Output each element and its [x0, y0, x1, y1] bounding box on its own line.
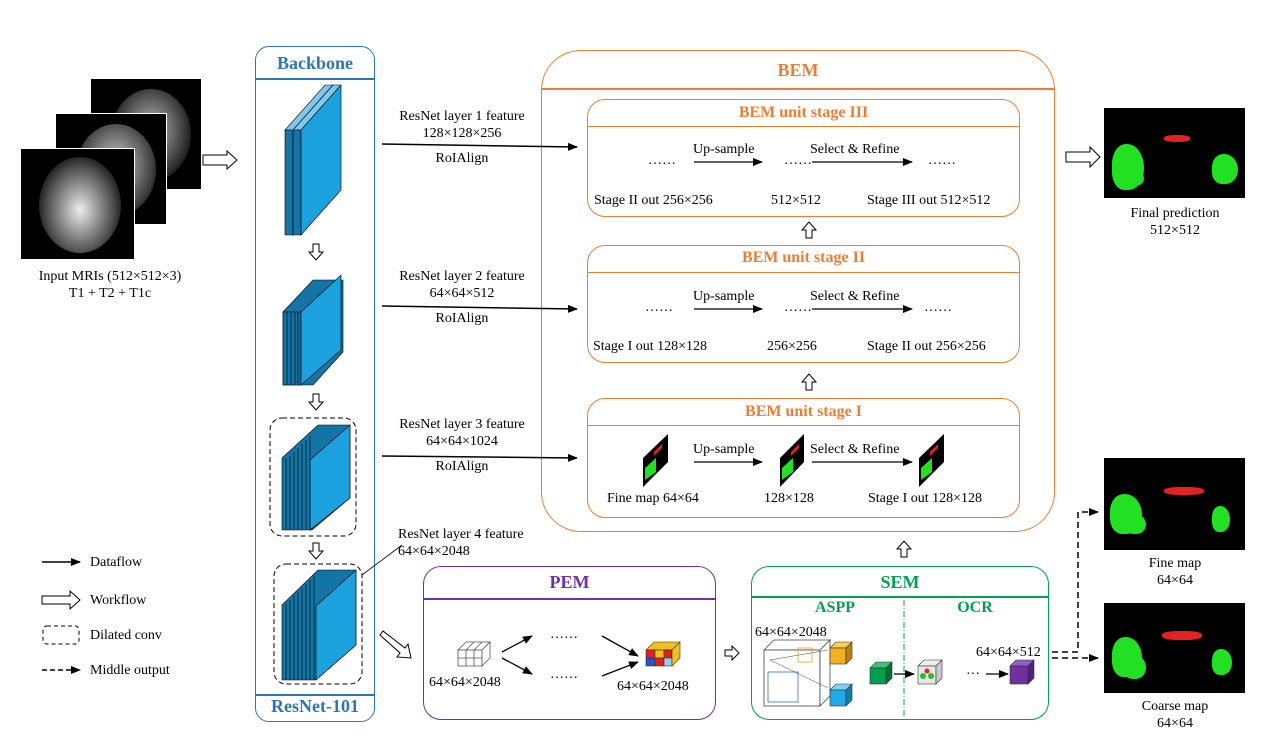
workflow-arrow-sem-to-bem: [895, 540, 913, 558]
backbone-title-divider: [256, 78, 374, 80]
sem-blue-cube: [829, 683, 853, 707]
sem-out-label: 64×64×512: [976, 645, 1041, 660]
backbone-footer-divider: [256, 694, 374, 696]
workflow-arrow-bem-stage-1-to-2: [800, 373, 818, 391]
pem-title-divider: [424, 598, 715, 600]
sem-aspp-block: [763, 639, 831, 707]
bem-title: BEM: [777, 60, 819, 80]
final-prediction-caption: Final prediction 512×512: [1130, 206, 1220, 238]
bem-stage-2-out-label: Stage II out 256×256: [867, 339, 986, 354]
bem-unit-stage-2: [587, 245, 1020, 363]
input-label-line1: Input MRIs (512×512×3): [38, 269, 182, 284]
resnet-layer-1-block: [284, 84, 342, 236]
bem-stage-3-dots-mid: ……: [784, 153, 812, 168]
pem-title: PEM: [549, 572, 590, 592]
bem-title-divider: [542, 88, 1054, 90]
bem-stage-2-upsample: Up-sample: [693, 289, 755, 304]
bem-stage-1-in-label: Fine map 64×64: [607, 491, 699, 506]
bem-stage-2-dots-left: ……: [645, 300, 673, 315]
bem-stage-1-upsample: Up-sample: [693, 442, 755, 457]
backbone-footer: ResNet-101: [271, 696, 359, 716]
feature-label-layer-2: ResNet layer 2 feature 64×64×512 RoIAlig…: [399, 269, 525, 326]
sem-title-divider: [752, 596, 1048, 598]
legend-dilated-label: Dilated conv: [90, 628, 162, 643]
sem-output-cube: [1009, 659, 1035, 685]
workflow-arrow-bem-stage-2-to-3: [800, 221, 818, 239]
bem-unit-stage-3: [587, 99, 1020, 217]
bem-stage-2-refine: Select & Refine: [810, 289, 900, 304]
sem-aspp-label: ASPP: [815, 599, 855, 616]
bem-stage-1-out-label: Stage I out 128×128: [868, 491, 983, 506]
sem-in-label: 64×64×2048: [755, 625, 827, 640]
backbone-title: Backbone: [276, 53, 354, 73]
resnet-layer-4-block: [281, 569, 357, 681]
sem-yellow-cube: [829, 641, 853, 665]
final-prediction-image: [1104, 108, 1245, 198]
pem-output-cube: [645, 641, 681, 667]
pem-in-label: 64×64×2048: [429, 675, 501, 690]
coarse-map-caption: Coarse map 64×64: [1141, 699, 1209, 731]
sem-title: SEM: [880, 572, 920, 592]
bem-stage-2-dots-mid: ……: [784, 300, 812, 315]
workflow-arrow-backbone-3: [307, 542, 325, 560]
mri-image-t1: [20, 148, 135, 260]
workflow-arrow-input: [202, 149, 238, 171]
legend-middle-label: Middle output: [90, 663, 170, 678]
pem-out-label: 64×64×2048: [617, 679, 689, 694]
bem-stage-1-map-thumbnails: [643, 434, 944, 487]
legend-dilated-conv-box: [42, 625, 80, 645]
workflow-arrow-pem: [379, 630, 412, 659]
bem-stage-3-upsample: Up-sample: [693, 142, 755, 157]
bem-stage-3-in-label: Stage II out 256×256: [594, 193, 713, 208]
bem-unit-stage-3-title: BEM unit stage III: [738, 104, 869, 121]
pem-dots-bottom: ……: [550, 667, 578, 682]
workflow-arrow-backbone-1: [307, 243, 325, 261]
sem-dots: ···: [966, 667, 980, 682]
bem-unit-stage-2-title: BEM unit stage II: [741, 249, 866, 266]
resnet-layer-2-block: [282, 274, 344, 386]
sem-ocr-cube: [917, 659, 943, 685]
dataflow-layer-1-to-bem: [381, 142, 578, 151]
bem-stage-3-refine: Select & Refine: [810, 142, 900, 157]
fine-map-caption: Fine map 64×64: [1148, 556, 1202, 588]
dilated-conv-box-layer-3: [269, 417, 357, 537]
feature-label-layer-4: ResNet layer 4 feature 64×64×2048: [398, 527, 524, 559]
bem-stage-3-mid-label: 512×512: [771, 193, 821, 208]
legend-workflow-arrow: [41, 589, 81, 611]
dataflow-layer-2-to-bem: [381, 304, 578, 313]
bem-stage-1-mid-label: 128×128: [764, 491, 814, 506]
bem-stage-3-dots-right: ……: [928, 153, 956, 168]
dilated-conv-box-layer-4: [273, 563, 363, 685]
pem-input-cube: [457, 641, 491, 667]
bem-stage-3-dots-left: ……: [648, 153, 676, 168]
workflow-arrow-backbone-2: [307, 393, 325, 411]
bem-stage-1-refine: Select & Refine: [810, 442, 900, 457]
coarse-map-image: [1104, 603, 1245, 693]
legend-dataflow-label: Dataflow: [90, 555, 143, 570]
workflow-arrow-sem: [724, 644, 740, 662]
layer-4-callout-line: [361, 544, 403, 576]
bem-stage-2-in-label: Stage I out 128×128: [593, 339, 708, 354]
bem-stage-2-dots-right: ……: [924, 300, 952, 315]
resnet-layer-3-block: [281, 424, 351, 531]
legend-workflow-label: Workflow: [90, 593, 147, 608]
sem-ocr-label: OCR: [957, 599, 993, 616]
feature-label-layer-1: ResNet layer 1 feature 128×128×256 RoIAl…: [399, 109, 525, 166]
fine-map-image: [1104, 458, 1245, 550]
workflow-arrow-final: [1065, 145, 1101, 169]
bem-unit-stage-1-divider: [588, 425, 1019, 427]
input-label-line2: T1 + T2 + T1c: [68, 286, 152, 301]
sem-green-cube: [869, 661, 893, 685]
bem-stage-3-out-label: Stage III out 512×512: [867, 193, 991, 208]
middle-output-to-fine-map: [1052, 508, 1099, 653]
dataflow-layer-3-to-bem: [381, 453, 578, 462]
pem-dots-top: ……: [550, 627, 578, 642]
bem-unit-stage-2-divider: [588, 272, 1019, 274]
input-label: Input MRIs (512×512×3) T1 + T2 + T1c: [20, 268, 200, 302]
bem-stage-2-mid-label: 256×256: [767, 339, 817, 354]
bem-unit-stage-3-divider: [588, 126, 1019, 128]
feature-label-layer-3: ResNet layer 3 feature 64×64×1024 RoIAli…: [399, 417, 525, 474]
bem-unit-stage-1-title: BEM unit stage I: [745, 403, 862, 420]
